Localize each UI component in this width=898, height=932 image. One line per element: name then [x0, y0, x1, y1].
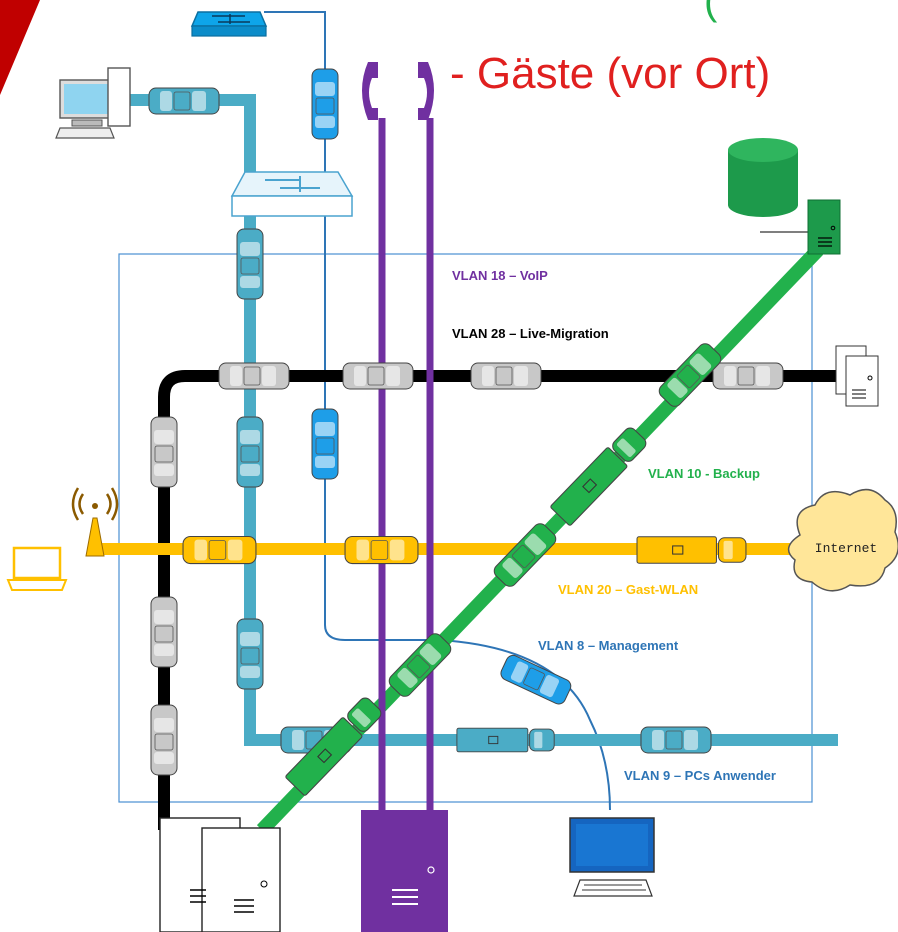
managed-switch-icon: [230, 171, 354, 217]
vlan-live-migration-label: VLAN 28 – Live-Migration: [452, 326, 609, 341]
vlan-gast-wlan-label: VLAN 20 – Gast-WLAN: [558, 582, 698, 597]
vlan-voip-label: VLAN 18 – VoIP: [452, 268, 548, 283]
vlan-pcs-label: VLAN 9 – PCs Anwender: [624, 768, 776, 783]
monitor-keyboard-icon: [569, 817, 655, 897]
live-migration-line: [158, 370, 840, 830]
server-icon: [760, 199, 841, 255]
server-icon: [361, 810, 448, 932]
desktop-computer-icon: [55, 67, 131, 139]
header-partial-paren: (: [704, 0, 718, 23]
phone-handset-icon: [362, 62, 434, 120]
wifi-antenna-icon: [71, 487, 119, 557]
laptop-icon: [6, 546, 68, 591]
management-line: [264, 11, 611, 811]
corner-accent: [0, 0, 40, 95]
server-rack-icon: [159, 817, 281, 932]
vlan-management-label: VLAN 8 – Management: [538, 638, 679, 653]
vlan-backup-label: VLAN 10 - Backup: [648, 466, 760, 481]
database-icon: [728, 138, 798, 217]
header-bullet-text: - Gäste (vor Ort): [450, 49, 770, 98]
cloud-label: Internet: [815, 541, 877, 556]
server-rack-icon: [835, 345, 879, 407]
switch-icon: [190, 11, 268, 37]
cloud-icon: Internet: [787, 488, 898, 592]
